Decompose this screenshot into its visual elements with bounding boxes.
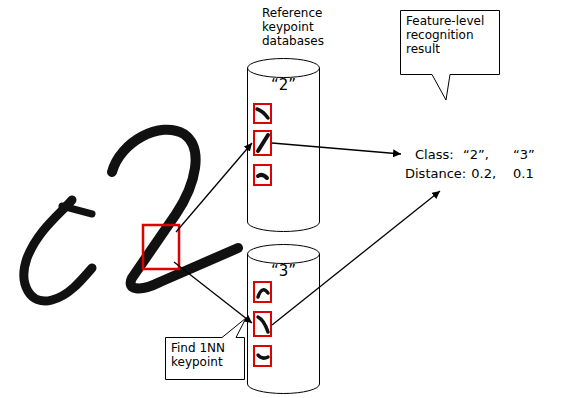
match-arrow	[176, 143, 252, 232]
digit-stroke	[62, 206, 92, 214]
cylinder-top	[248, 245, 320, 264]
callout-text: Find 1NN keypoint	[171, 341, 239, 369]
result-value: “3”	[513, 147, 535, 163]
callout-box: Find 1NN keypoint	[165, 337, 245, 380]
result-value: 0.1	[513, 166, 534, 182]
patch-stroke	[258, 355, 268, 358]
arrows	[174, 143, 440, 325]
node-texts: “2”	[247, 58, 320, 94]
cylinder-body	[248, 254, 320, 394]
patch-strokes	[257, 109, 268, 358]
database-cylinder: “2”	[247, 58, 320, 232]
node-texts: Find 1NN keypoint	[165, 337, 245, 373]
patch-box	[254, 104, 271, 123]
result-value: 0.2,	[471, 166, 496, 182]
patch-boxes	[254, 104, 271, 366]
patch-box	[254, 312, 271, 336]
result-arrow	[272, 191, 440, 325]
callout-shape	[401, 11, 500, 101]
patch-stroke	[258, 290, 268, 297]
patch-box	[254, 282, 271, 302]
patch-stroke	[258, 135, 268, 151]
result-value: “2”,	[463, 147, 489, 163]
digit-stroke	[112, 130, 238, 289]
database-label: “3”	[249, 262, 318, 280]
callout-box: Feature-level recognition result	[400, 10, 500, 75]
patch-stroke	[258, 175, 267, 178]
handwritten-digit	[24, 130, 238, 301]
cylinder-top	[248, 59, 320, 78]
callout-shape	[166, 318, 247, 380]
patch-stroke	[257, 109, 268, 118]
database-cylinder: “3”	[247, 244, 320, 394]
patch-box	[254, 346, 271, 366]
patch-box	[254, 131, 271, 155]
result-arrow	[272, 143, 401, 154]
result-label: Distance:	[405, 166, 466, 182]
cylinder-body	[248, 68, 320, 232]
node-texts: “3”	[247, 244, 320, 280]
keypoint-window	[143, 225, 179, 269]
patch-stroke	[258, 317, 268, 332]
callout-text: Feature-level recognition result	[406, 14, 494, 56]
digit-stroke	[24, 200, 92, 301]
node-texts: Feature-level recognition result	[400, 10, 500, 60]
heading-label: Reference keypoint databases	[262, 6, 337, 48]
patch-box	[254, 165, 271, 185]
match-arrow	[174, 262, 252, 323]
database-label: “2”	[249, 76, 318, 94]
result-label: Class:	[415, 147, 454, 163]
